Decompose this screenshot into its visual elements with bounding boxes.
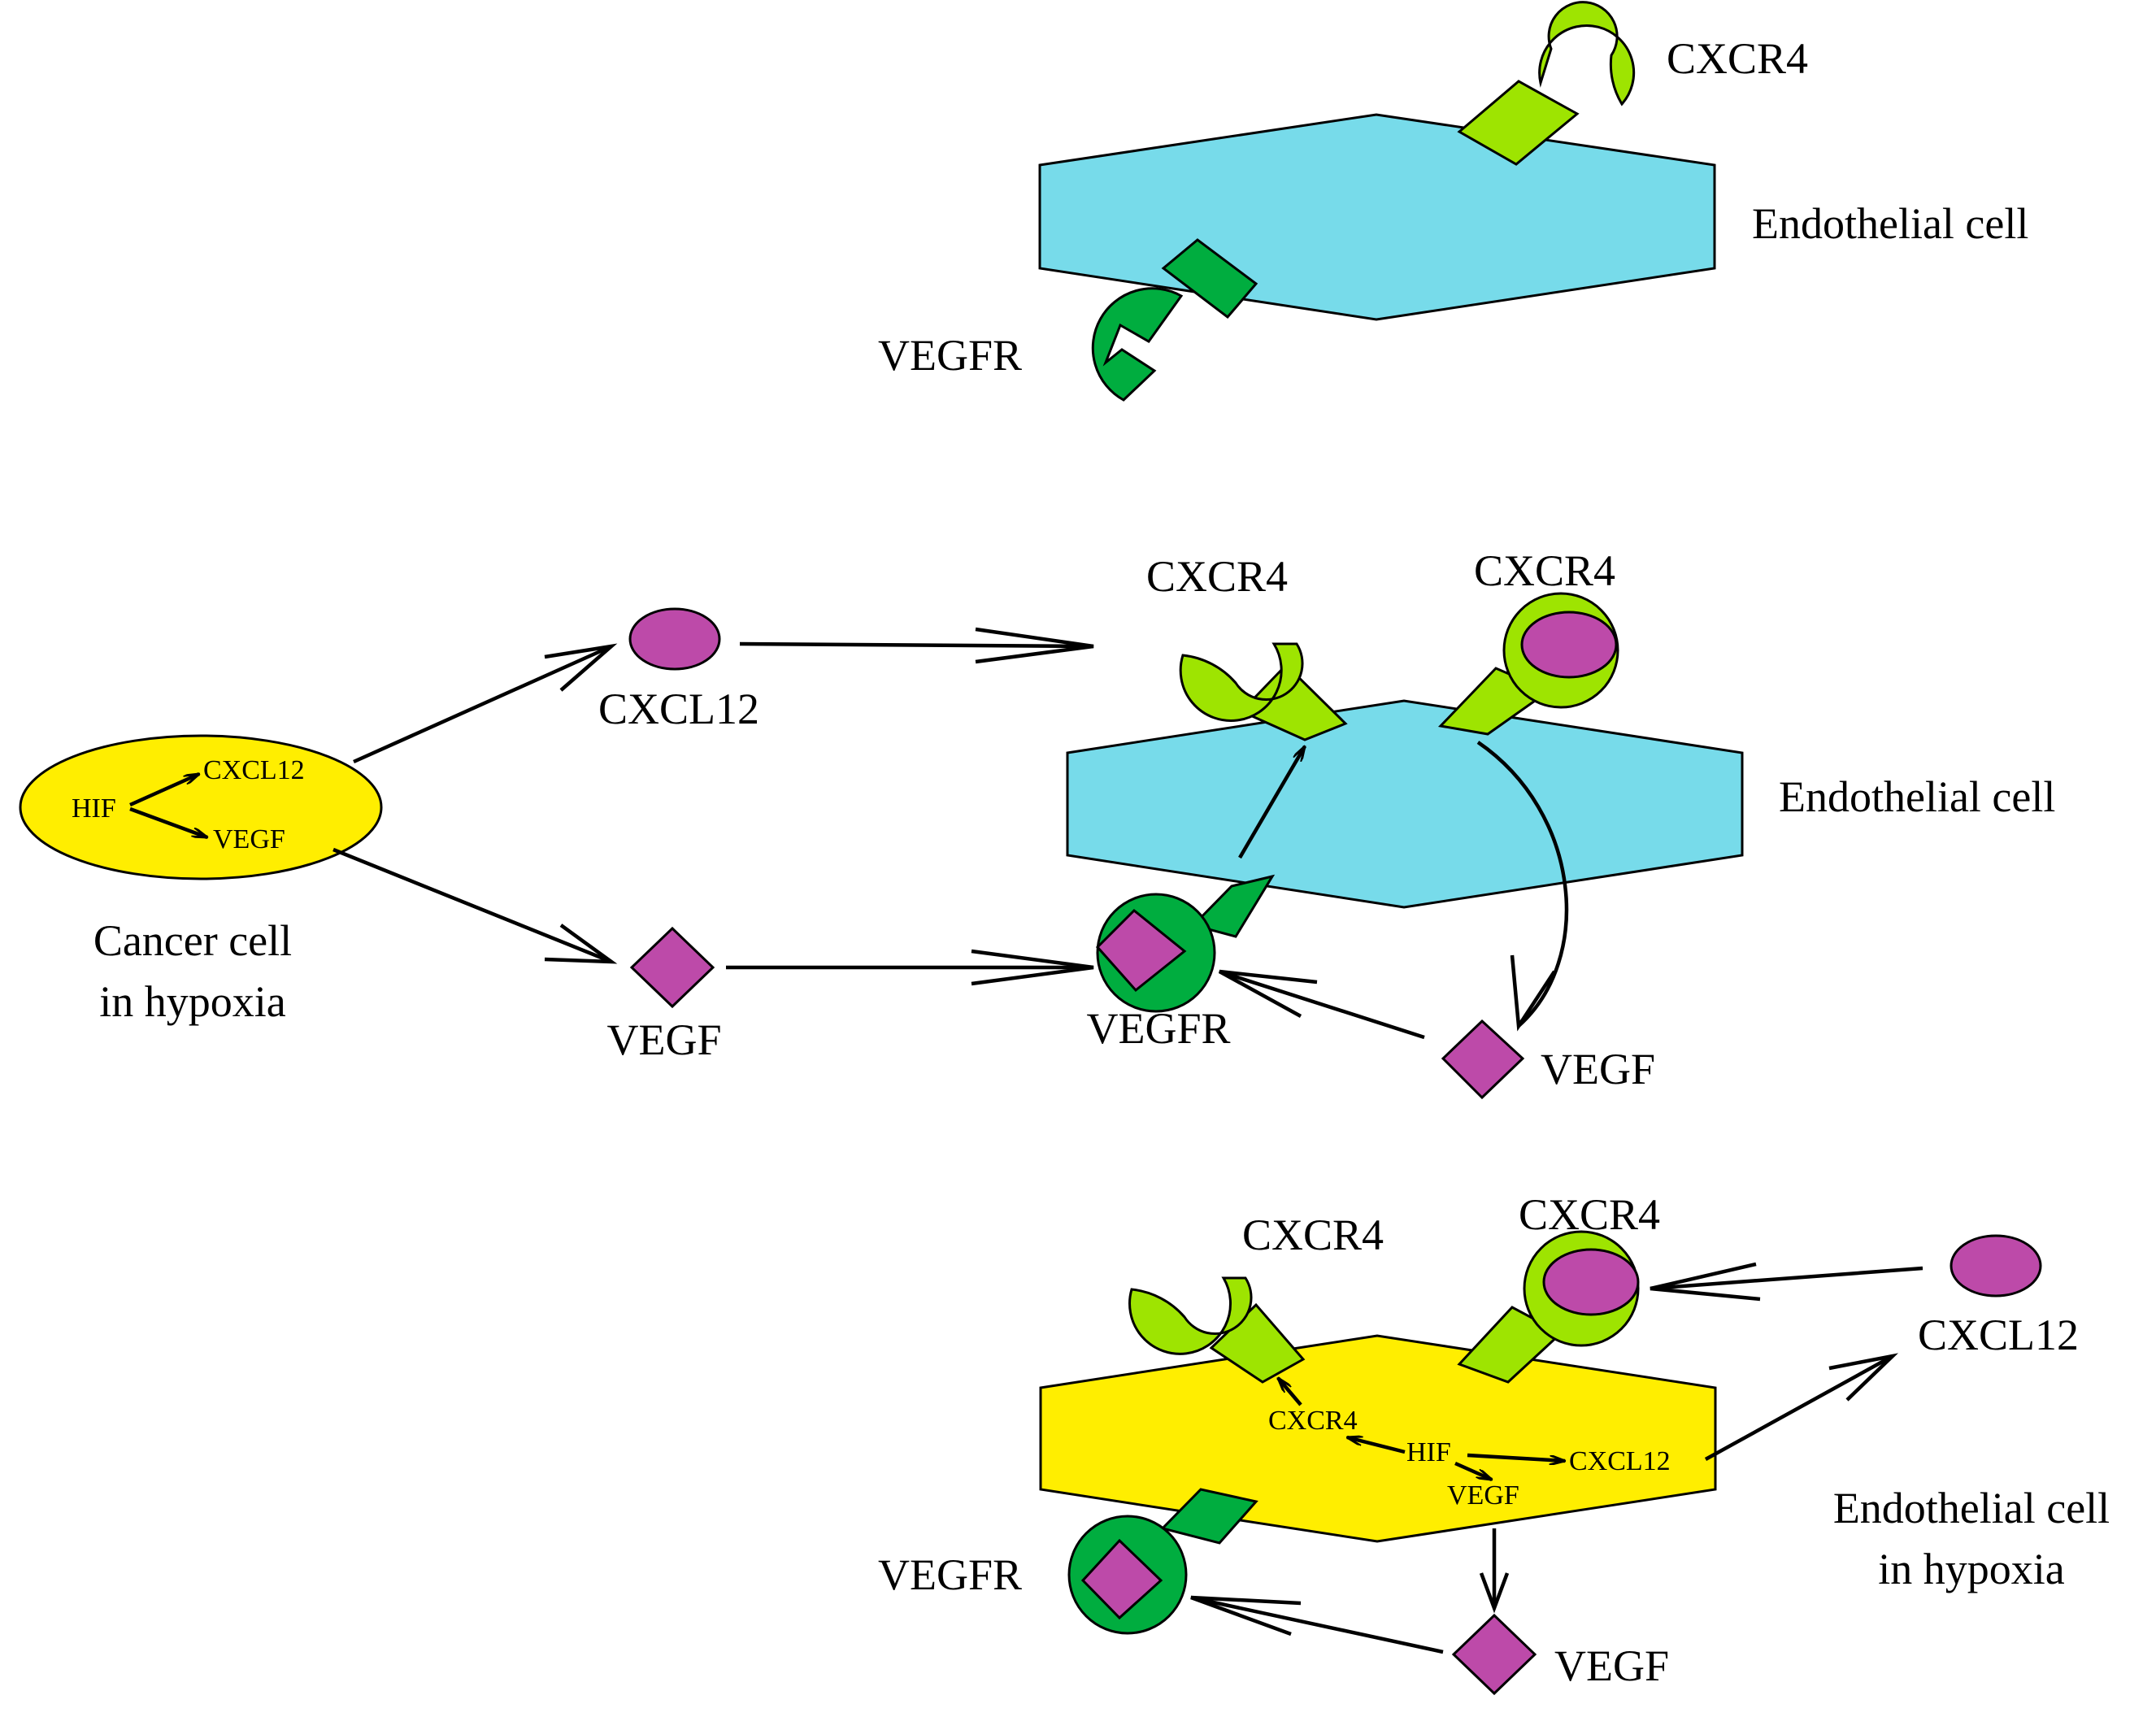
cancer-to-vegf-arrow: [333, 847, 612, 964]
hif-to-vegf-arrow: [1454, 1461, 1492, 1482]
bound-cxcl12: [1520, 611, 1618, 679]
inner-cxcl12-label: CXCL12: [1569, 1446, 1671, 1476]
vegf-secreted-label: VEGF: [1541, 1045, 1655, 1093]
vegf-label: VEGF: [1554, 1641, 1669, 1690]
panel-middle: HIF CXCL12 VEGF Cancer cell in hypoxia C…: [19, 546, 2055, 1100]
vegf-to-vegfr-return-arrow: [1219, 969, 1425, 1040]
cxcr4-right-label: CXCR4: [1474, 546, 1615, 595]
bound-vegf: [1080, 1538, 1163, 1620]
endothelial-cell-label: Endothelial cell: [1779, 772, 2055, 821]
cxcl12-label: CXCL12: [598, 685, 759, 733]
vegfr-receptor: [1067, 1488, 1258, 1635]
inner-vegf-label: VEGF: [1447, 1480, 1519, 1511]
secreted-vegf: [1441, 1019, 1525, 1100]
hif-to-cxcl12-arrow: [1467, 1453, 1565, 1461]
cancer-to-cxcl12-arrow: [353, 644, 612, 764]
cxcl12-to-cxcr4-arrow: [739, 641, 1094, 649]
cancer-cell-label-line1: Cancer cell: [93, 916, 292, 965]
endothelial-cell: [1066, 699, 1744, 909]
cancer-cxcl12-label: CXCL12: [203, 755, 305, 785]
cancer-vegf-label: VEGF: [213, 824, 285, 854]
cxcl12-to-cxcr4-arrow: [1650, 1266, 1923, 1291]
bound-vegf: [1095, 908, 1187, 993]
cancer-cell-label-line2: in hypoxia: [99, 977, 286, 1026]
vegf-to-vegfr-arrow: [1190, 1595, 1444, 1654]
cancer-cell-body: [19, 734, 383, 880]
cancer-hif-label: HIF: [72, 793, 116, 824]
hif-to-cxcl12-arrow: [129, 772, 199, 807]
vegfr-to-cxcr4-arrow: [1238, 746, 1305, 859]
hypoxic-endothelial-cell: [1039, 1334, 1717, 1543]
secreted-vegf: [1451, 1613, 1537, 1696]
panel-bottom: CXCR4 CXCR4 CXCL12 CXCR4 HIF CXCL12 VEGF: [878, 1190, 2110, 1696]
cxcr4-receptor-left: [1179, 642, 1348, 741]
panel-top: CXCR4 Endothelial cell VEGFR: [878, 1, 2028, 402]
vegfr-receptor: [1095, 874, 1276, 1013]
vegf-label: VEGF: [606, 1015, 721, 1064]
cxcr4-left-label: CXCR4: [1242, 1211, 1384, 1259]
cxcr4-receptor: [1457, 1, 1636, 166]
hypoxic-cell-label-line2: in hypoxia: [1878, 1545, 2065, 1593]
vegfr-label: VEGFR: [878, 1550, 1022, 1599]
cxcr4-inner-to-receptor-arrow: [1278, 1378, 1302, 1406]
vegfr-label: VEGFR: [878, 331, 1022, 380]
hif-to-vegf-arrow: [129, 806, 207, 840]
cxcr4-receptor-left: [1128, 1276, 1306, 1384]
inner-cxcr4-label: CXCR4: [1268, 1406, 1358, 1436]
cxcr4-right-label: CXCR4: [1519, 1190, 1660, 1239]
cxcr4-label: CXCR4: [1667, 34, 1808, 83]
vegfr-receptor: [1091, 238, 1258, 402]
cxcr4-to-vegf-arrow: [1476, 741, 1569, 1028]
endothelial-cell-label: Endothelial cell: [1752, 199, 2028, 248]
cxcr4-receptor-right: [1457, 1230, 1640, 1384]
cxcr4-left-label: CXCR4: [1146, 552, 1288, 601]
inner-hif-label: HIF: [1406, 1437, 1451, 1467]
vegf-ligand: [629, 926, 715, 1009]
cxcl12-ligand: [1950, 1234, 2042, 1298]
cxcr4-receptor-right: [1437, 592, 1619, 736]
vegfr-label: VEGFR: [1086, 1004, 1230, 1053]
cxcl12-ligand: [628, 607, 721, 671]
cxcl12-label: CXCL12: [1918, 1311, 2079, 1359]
bound-cxcl12: [1542, 1248, 1640, 1316]
cancer-cell: HIF CXCL12 VEGF: [19, 734, 383, 880]
cxcl12-release-arrow: [1704, 1354, 1894, 1461]
hypoxic-cell-label-line1: Endothelial cell: [1833, 1484, 2110, 1532]
hif-to-cxcr4-arrow: [1347, 1437, 1406, 1454]
